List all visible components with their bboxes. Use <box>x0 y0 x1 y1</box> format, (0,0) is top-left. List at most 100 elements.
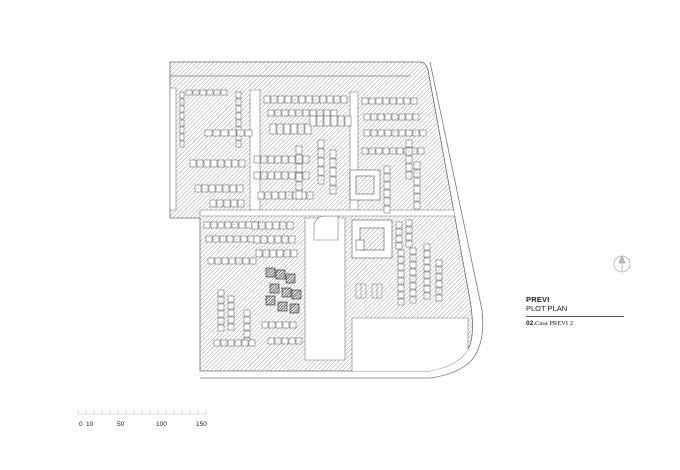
house-unit <box>330 109 338 117</box>
house-unit <box>265 221 273 230</box>
house-patio <box>260 223 264 228</box>
house-unit <box>361 97 369 105</box>
house-patio <box>212 223 216 227</box>
house-patio <box>425 252 429 256</box>
house-unit <box>220 89 228 96</box>
house-unit <box>253 171 261 180</box>
house-unit <box>269 249 277 258</box>
open-areas <box>170 87 471 371</box>
house-patio <box>391 99 395 103</box>
house-patio <box>283 173 287 178</box>
house-unit <box>179 112 185 120</box>
house-patio <box>372 115 376 119</box>
house-patio <box>214 237 218 241</box>
house-unit <box>288 155 296 164</box>
house-unit <box>396 147 404 155</box>
house-patio <box>276 339 280 343</box>
house-unit <box>231 159 239 168</box>
house-unit <box>413 177 421 186</box>
house-unit <box>323 115 331 127</box>
house-unit <box>274 155 282 164</box>
house-unit <box>302 109 310 117</box>
house-patio <box>198 161 202 166</box>
house-unit <box>235 105 242 113</box>
house-unit <box>267 235 275 244</box>
house-unit <box>238 221 246 229</box>
house-unit <box>240 235 248 243</box>
house-patio <box>233 223 237 227</box>
house-unit <box>435 280 443 288</box>
sheet-name: Casa PREVI 2 <box>535 320 573 327</box>
house-patio <box>266 193 270 198</box>
house-unit <box>403 97 411 105</box>
house-unit <box>397 270 405 278</box>
house-unit <box>396 97 404 105</box>
house-patio <box>319 178 323 182</box>
house-unit <box>288 337 296 345</box>
house-unit <box>217 324 225 332</box>
house-patio <box>319 151 323 155</box>
highlighted-house <box>289 303 300 314</box>
house-unit <box>199 89 207 96</box>
house-patio <box>407 228 411 232</box>
house-unit <box>243 309 251 317</box>
house-patio <box>264 251 268 256</box>
house-unit <box>309 109 317 117</box>
scale-label-50: 50 <box>117 421 125 428</box>
house-unit <box>305 95 313 104</box>
house-unit <box>179 126 185 134</box>
house-patio <box>393 131 397 135</box>
house-patio <box>412 99 416 103</box>
house-unit <box>248 339 256 347</box>
house-unit <box>253 155 261 164</box>
house-patio <box>243 341 247 345</box>
house-patio <box>393 115 397 119</box>
house-patio <box>222 341 226 345</box>
house-patio <box>415 171 419 176</box>
house-unit <box>375 97 383 105</box>
sheet-caption: 02.Casa PREVI 2 <box>526 319 626 328</box>
house-unit <box>382 97 390 105</box>
house-unit <box>243 323 251 331</box>
house-unit <box>405 139 413 148</box>
north-arrow-icon <box>613 255 631 273</box>
house-unit <box>397 284 405 292</box>
house-patio <box>272 97 276 102</box>
house-unit <box>298 95 306 104</box>
house-unit <box>435 273 443 281</box>
house-unit <box>206 89 214 96</box>
house-unit <box>405 129 413 137</box>
house-patio <box>415 195 419 200</box>
house-patio <box>216 259 220 263</box>
house-patio <box>229 304 233 308</box>
house-patio <box>304 157 308 162</box>
house-unit <box>224 159 232 168</box>
house-unit <box>395 221 403 229</box>
house-unit <box>286 221 294 230</box>
house-patio <box>219 161 223 166</box>
house-unit <box>228 257 236 265</box>
house-unit <box>227 316 235 324</box>
house-unit <box>377 113 385 121</box>
house-unit <box>189 159 197 168</box>
house-unit <box>363 113 371 121</box>
house-patio <box>283 157 287 162</box>
highlighted-house <box>275 269 286 280</box>
house-unit <box>295 172 303 182</box>
drawing-title: PLOT PLAN <box>526 304 568 313</box>
house-unit <box>227 309 235 317</box>
house-patio <box>385 175 389 180</box>
house-patio <box>297 157 301 161</box>
highlighted-house <box>291 289 302 300</box>
house-unit <box>288 171 296 180</box>
house-patio <box>370 149 374 153</box>
house-unit <box>413 161 421 170</box>
house-unit <box>276 249 284 258</box>
house-unit <box>419 129 427 137</box>
house-unit <box>224 221 232 229</box>
house-unit <box>281 337 289 345</box>
house-unit <box>323 109 331 117</box>
house-unit <box>235 91 242 99</box>
house-unit <box>329 167 337 177</box>
